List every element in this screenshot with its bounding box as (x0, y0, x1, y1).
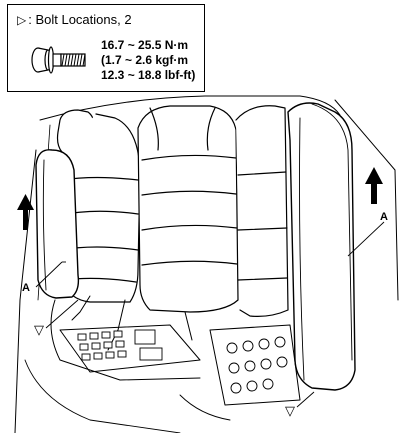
bolt-location-symbol: ▷ (17, 13, 27, 27)
torque-nm: 16.7 ~ 25.5 N·m (101, 38, 189, 52)
callout-label-left: A (22, 282, 30, 294)
left-side-bolster (35, 149, 80, 299)
right-side-bolster (287, 102, 356, 391)
legend-box: ▷: Bolt Locations, 2 16.7 ~ 25.5 N·m (1.… (7, 4, 205, 92)
torque-lbfft: 12.3 ~ 18.8 lbf-ft) (101, 68, 196, 82)
callout-label-right: A (380, 211, 388, 223)
arrow-up-right (365, 167, 383, 204)
torque-kgfm: (1.7 ~ 2.6 kgf·m (101, 53, 189, 67)
torque-spec: 16.7 ~ 25.5 N·m (1.7 ~ 2.6 kgf·m 12.3 ~ … (101, 38, 195, 83)
legend-title: ▷: Bolt Locations, 2 (17, 12, 132, 27)
center-seatback (137, 105, 239, 313)
arrow-up-left (17, 194, 34, 230)
bolt-marker-right: ▽ (285, 404, 295, 419)
bolt-icon (31, 46, 86, 74)
legend-title-text: : Bolt Locations, 2 (28, 12, 132, 27)
right-seatback (235, 105, 289, 317)
bolt-marker-left: ▽ (34, 323, 44, 338)
